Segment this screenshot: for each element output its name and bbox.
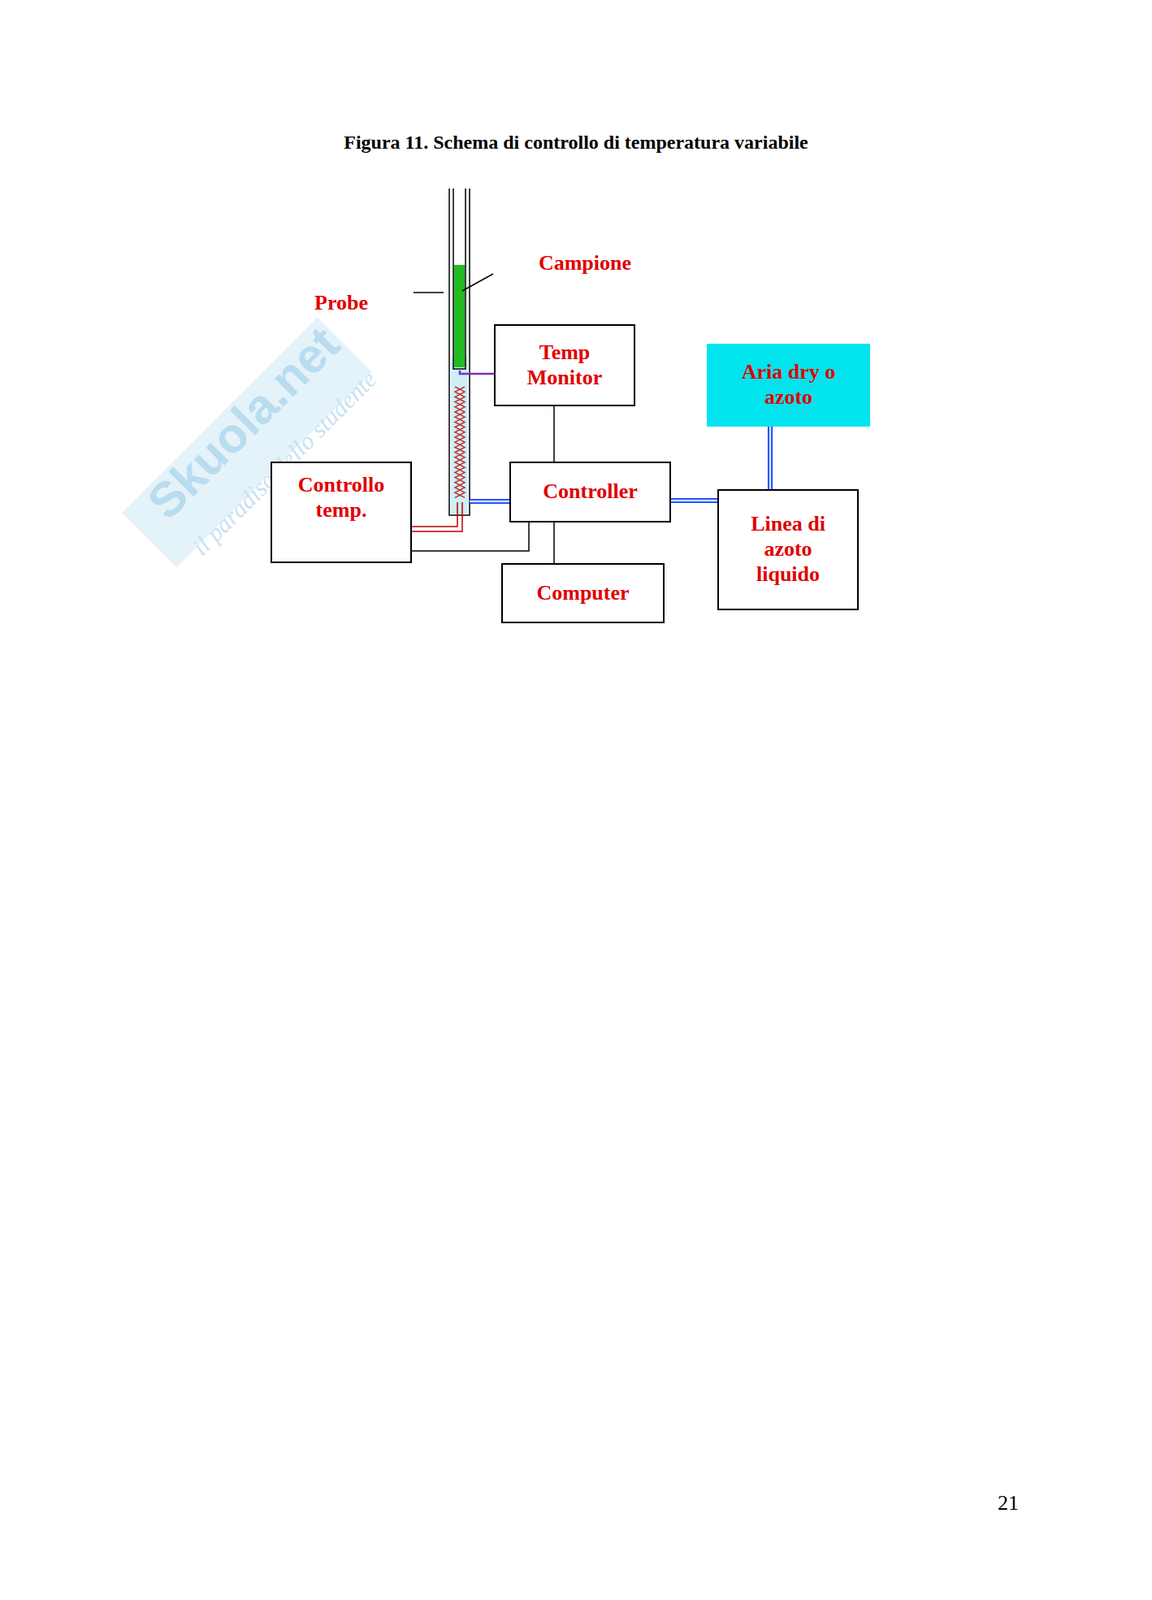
box-label: Computer bbox=[536, 580, 629, 607]
box-label: Temp Monitor bbox=[507, 340, 622, 390]
connector bbox=[411, 522, 529, 551]
connector bbox=[553, 522, 555, 564]
connector bbox=[767, 426, 773, 490]
monitor-box: Temp Monitor bbox=[493, 324, 636, 407]
box-label: Controller bbox=[542, 479, 638, 505]
pipe-core bbox=[769, 426, 772, 490]
leader-line bbox=[462, 273, 494, 291]
part-label: Campione bbox=[538, 251, 632, 276]
connector bbox=[553, 406, 555, 462]
leader-line bbox=[413, 291, 444, 294]
box-label: Controllo temp. bbox=[280, 472, 403, 523]
part-label: Probe bbox=[314, 290, 369, 316]
sample-tube bbox=[453, 188, 466, 369]
heater-coil bbox=[454, 386, 465, 498]
controller-box: Controller bbox=[509, 461, 672, 523]
nitrogen-line-box: Linea di azoto liquido bbox=[717, 489, 859, 611]
box-label: Aria dry o azoto bbox=[719, 359, 858, 410]
figure-title: Figura 11. Schema di controllo di temper… bbox=[0, 131, 1152, 154]
probe-tube bbox=[449, 188, 470, 516]
connector bbox=[671, 498, 718, 503]
pipe-core bbox=[671, 499, 718, 503]
thermocouple-wire bbox=[459, 370, 494, 374]
box-label: Linea di azoto liquido bbox=[735, 511, 841, 587]
page-number: 21 bbox=[997, 1490, 1019, 1516]
gas-jacket bbox=[450, 357, 468, 514]
computer-box: Computer bbox=[501, 563, 665, 624]
gas-line bbox=[469, 498, 510, 504]
heater-wire bbox=[411, 502, 458, 527]
gas-source-box: Aria dry o azoto bbox=[706, 343, 871, 427]
sample-fill bbox=[454, 264, 465, 368]
gas-line-inner bbox=[469, 500, 510, 503]
temp-control-box: Controllo temp. bbox=[270, 461, 412, 564]
heater-wire bbox=[411, 502, 463, 532]
coil-stroke bbox=[454, 386, 465, 498]
coil-stroke bbox=[454, 386, 465, 498]
